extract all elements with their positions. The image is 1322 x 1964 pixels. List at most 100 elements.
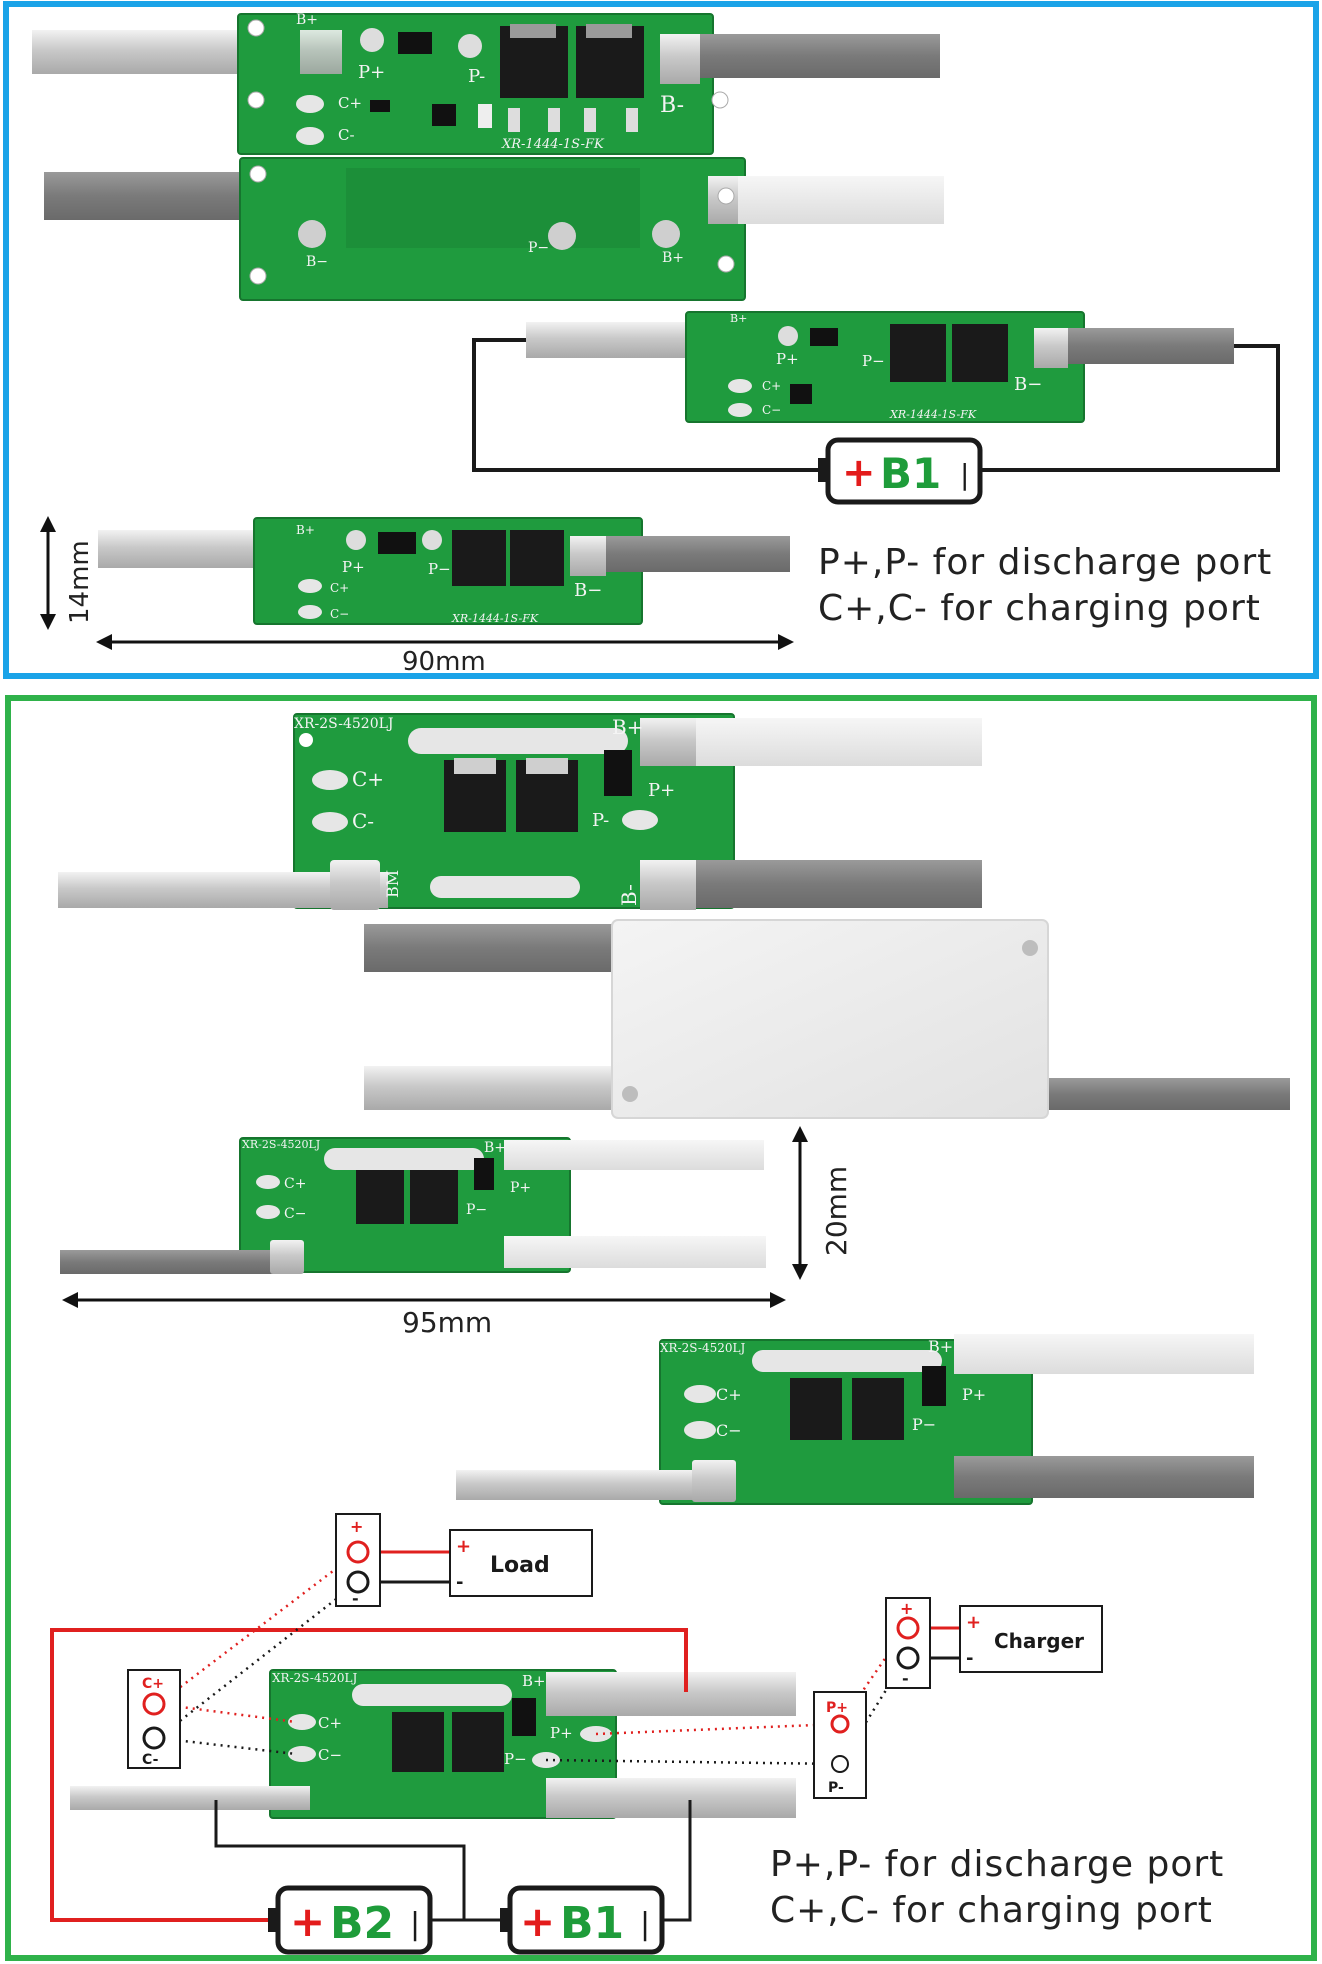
- dimension-90mm: 90mm: [96, 634, 794, 677]
- svg-text:C+: C+: [284, 1176, 306, 1192]
- caption-charging-port: C+,C- for charging port: [818, 588, 1261, 629]
- svg-text:B+: B+: [484, 1140, 506, 1156]
- svg-text:+: +: [520, 1897, 555, 1946]
- svg-text:P−: P−: [466, 1202, 487, 1218]
- svg-text:P+: P+: [550, 1724, 573, 1742]
- svg-text:-: -: [352, 1589, 359, 1608]
- svg-text:-: -: [902, 1669, 909, 1688]
- label-c-minus: C-: [142, 1752, 159, 1768]
- charger-box: + - Charger: [959, 1605, 1103, 1673]
- svg-text:+: +: [350, 1517, 363, 1536]
- label-c-plus: C+: [352, 767, 384, 791]
- svg-text:P−: P−: [504, 1750, 527, 1768]
- label-bm: BM: [383, 870, 402, 898]
- dimension-width-label: 90mm: [402, 647, 486, 677]
- svg-text:XR-2S-4520LJ: XR-2S-4520LJ: [660, 1341, 745, 1355]
- svg-text:B+: B+: [928, 1337, 953, 1356]
- svg-text:P−: P−: [528, 240, 549, 256]
- svg-text:C−: C−: [284, 1206, 306, 1222]
- svg-text:P+: P+: [342, 558, 365, 576]
- svg-text:B−: B−: [1014, 374, 1042, 395]
- svg-text:|: |: [640, 1907, 650, 1942]
- battery-b1: + B1 |: [818, 437, 983, 505]
- svg-text:B+: B+: [662, 250, 684, 266]
- label-b-minus: B-: [617, 884, 641, 906]
- caption-discharge-port: P+,P- for discharge port: [770, 1844, 1224, 1885]
- svg-text:-: -: [966, 1648, 973, 1669]
- c-terminal: C+ C-: [127, 1669, 181, 1769]
- svg-text:C+: C+: [318, 1714, 342, 1732]
- svg-text:+: +: [842, 450, 876, 496]
- svg-text:P−: P−: [862, 352, 885, 370]
- svg-text:P+: P+: [510, 1180, 531, 1196]
- pcb-1s-wired: B+ P+ P− C+ C− B− XR-1444-1S-FK + B1 |: [472, 311, 1280, 505]
- svg-text:C+: C+: [762, 379, 781, 393]
- label-p-minus: P-: [592, 810, 609, 831]
- label-b-plus: B+: [612, 715, 643, 739]
- wiring-lines: [50, 1550, 960, 1922]
- svg-text:-: -: [456, 1572, 463, 1593]
- svg-text:B−: B−: [574, 580, 602, 601]
- svg-text:P−: P−: [428, 560, 451, 578]
- label-c-plus: C+: [142, 1676, 164, 1692]
- load-box: + - Load: [449, 1529, 593, 1597]
- nickel-strip-right: [660, 34, 940, 78]
- svg-text:P+: P+: [776, 350, 799, 368]
- svg-text:+: +: [966, 1612, 981, 1633]
- svg-text:+: +: [900, 1599, 913, 1618]
- dimension-height-label: 20mm: [820, 1166, 853, 1256]
- svg-text:|: |: [960, 458, 969, 491]
- pcb-2s-angled: XR-2S-4520LJ B+ P+ P− C+ C−: [456, 1334, 1254, 1505]
- dimension-95mm: 95mm: [62, 1292, 786, 1339]
- svg-text:+: +: [456, 1536, 471, 1557]
- svg-text:XR-2S-4520LJ: XR-2S-4520LJ: [242, 1138, 320, 1151]
- label-b-plus: B+: [296, 12, 318, 28]
- svg-text:B+: B+: [522, 1672, 546, 1690]
- model-label: XR-2S-4520LJ: [294, 716, 394, 732]
- svg-text:B1: B1: [560, 1898, 624, 1949]
- label-p-plus: P+: [826, 1700, 848, 1716]
- label-c-plus: C+: [338, 94, 362, 112]
- charger-terminal: + -: [885, 1597, 931, 1689]
- dimension-height-label: 14mm: [65, 540, 95, 624]
- caption-discharge-port: P+,P- for discharge port: [818, 542, 1272, 583]
- svg-text:C−: C−: [318, 1746, 342, 1764]
- pcb-2s-dimensioned: XR-2S-4520LJ B+ P+ P− C+ C−: [60, 1137, 766, 1274]
- pcb-1s-front: B+ P+ P- C+ C- B- XR-1444-1S-FK: [32, 12, 940, 155]
- pcb-2s-front: XR-2S-4520LJ B+ P+ P- C+ C- BM B-: [58, 713, 982, 910]
- label-p-minus: P-: [468, 66, 485, 87]
- charger-label: Charger: [994, 1629, 1084, 1653]
- svg-text:B+: B+: [296, 523, 315, 537]
- dimension-14mm: 14mm: [40, 516, 95, 630]
- caption-charging-port: C+,C- for charging port: [770, 1890, 1213, 1931]
- svg-text:C−: C−: [330, 607, 349, 621]
- load-terminal: + -: [335, 1513, 381, 1608]
- label-p-plus: P+: [648, 780, 675, 801]
- pcb-2s-wiring: XR-2S-4520LJ B+ P+ P− C+ C−: [70, 1669, 796, 1819]
- label-b-minus: B-: [660, 93, 684, 118]
- svg-text:+: +: [290, 1897, 325, 1946]
- svg-text:XR-1444-1S-FK: XR-1444-1S-FK: [889, 408, 977, 421]
- battery-b1: + B1 |: [500, 1885, 665, 1955]
- p-terminal: P+ P-: [813, 1691, 867, 1799]
- protective-cover: [611, 919, 1049, 1119]
- dimension-width-label: 95mm: [402, 1306, 492, 1339]
- svg-text:P+: P+: [962, 1385, 986, 1404]
- label-p-plus: P+: [358, 62, 385, 83]
- load-label: Load: [490, 1553, 550, 1578]
- svg-text:XR-1444-1S-FK: XR-1444-1S-FK: [451, 612, 539, 625]
- svg-text:C−: C−: [762, 403, 781, 417]
- label-c-minus: C-: [352, 809, 374, 833]
- svg-text:XR-2S-4520LJ: XR-2S-4520LJ: [272, 1671, 357, 1685]
- svg-text:|: |: [410, 1907, 420, 1942]
- pcb-1s-back: B− P− B+: [44, 157, 944, 301]
- svg-text:B+: B+: [730, 312, 747, 325]
- pcb-2s-covered: [364, 919, 1290, 1119]
- svg-text:C−: C−: [716, 1421, 742, 1440]
- svg-text:B1: B1: [880, 449, 941, 498]
- svg-text:B−: B−: [306, 254, 328, 270]
- label-c-minus: C-: [338, 126, 355, 144]
- svg-text:B2: B2: [330, 1898, 394, 1949]
- svg-text:P−: P−: [912, 1415, 936, 1434]
